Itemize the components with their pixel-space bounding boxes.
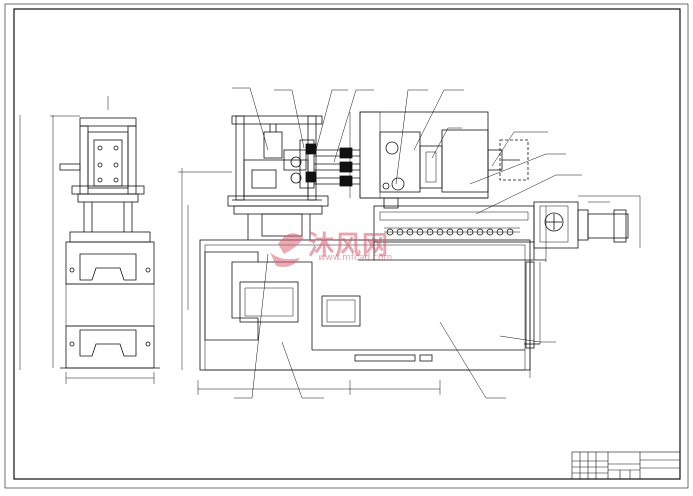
leader-lines [232,87,610,399]
front-view [178,111,641,395]
watermark-logo-shape [270,233,304,267]
title-block [571,451,681,480]
side-view [19,96,160,384]
watermark-url: www.mfcad.com [318,253,393,263]
outer-border [4,3,689,489]
inner-border [13,8,681,480]
